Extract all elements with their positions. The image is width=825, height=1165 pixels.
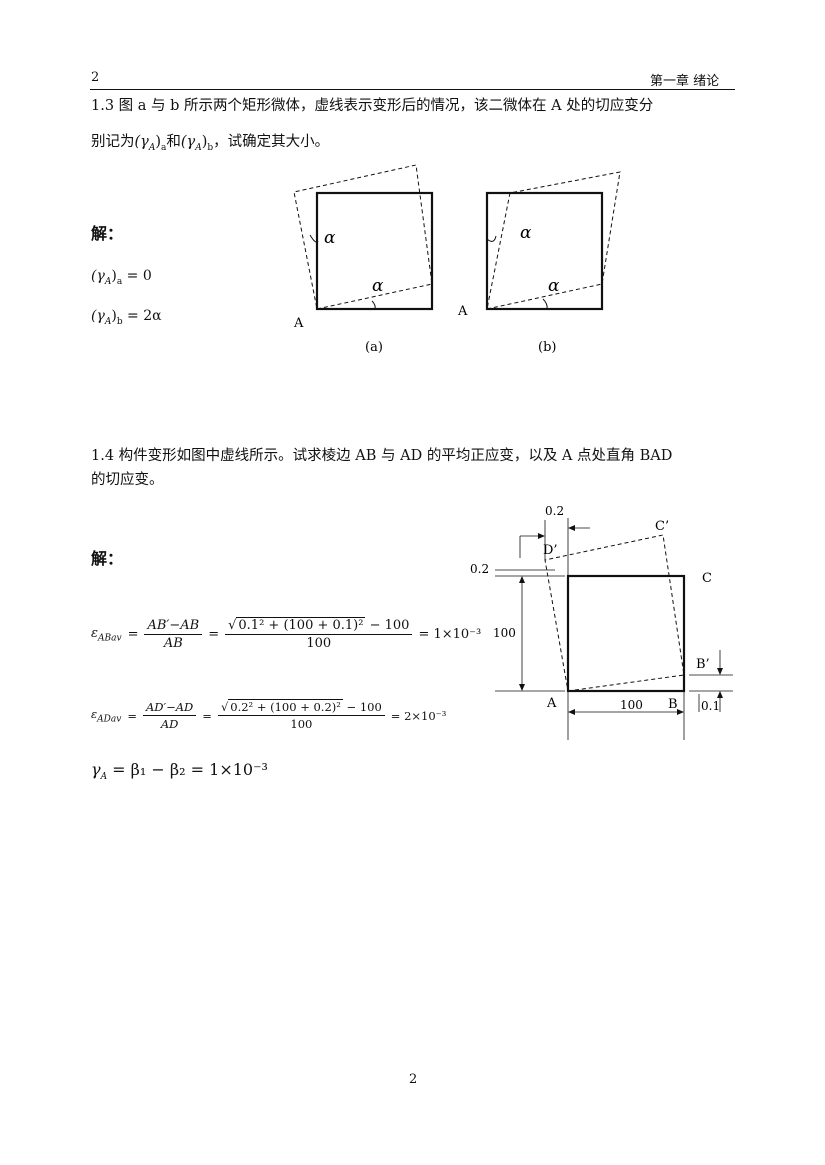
dim-top-0-2: 0.2 — [545, 504, 564, 518]
problem-1-4-line2: 的切应变。 — [91, 472, 164, 488]
ans-gamma-b-close: ) — [111, 308, 117, 324]
gamma-b-close: ) — [201, 134, 208, 150]
dim-right-0-1: 0.1 — [701, 699, 720, 713]
gamma-a-close: ) — [155, 134, 161, 150]
ans-gamma-a-open: (γ — [91, 268, 105, 284]
eps-ab-frac1-num: AB′−AB — [144, 618, 203, 635]
ans-gamma-a-close: ) — [111, 268, 117, 284]
fig-a-corner-A: A — [293, 316, 304, 331]
original-square — [566, 574, 686, 693]
label-A: A — [546, 696, 557, 711]
figure-1-4: 0.2 0.2 100 100 0.1 A B C C’ D’ B’ — [470, 504, 733, 740]
gamma-rhs: = β₁ − β₂ = 1×10⁻³ — [112, 760, 268, 779]
eps-ad-frac1-den: AD — [160, 717, 179, 731]
eps-ab-minus: − 100 — [369, 618, 410, 633]
ans-eq2: = 2α — [127, 308, 162, 324]
problem-1-3-line1: 1.3 图 a 与 b 所示两个矩形微体，虚线表示变形后的情况，该二微体在 A … — [91, 98, 654, 114]
gamma-b-open: (γ — [180, 134, 196, 150]
eps-ad-frac2-den: 100 — [290, 717, 313, 731]
ans-gamma-b-open: (γ — [91, 308, 105, 324]
label-D-prime: D’ — [543, 543, 558, 558]
eps-ab-sqrt: 0.1² + (100 + 0.1)² — [236, 617, 366, 633]
fig-a-alpha-top: α — [324, 228, 336, 248]
problem-1-4-line1: 1.4 构件变形如图中虚线所示。试求棱边 AB 与 AD 的平均正应变，以及 A… — [91, 448, 673, 464]
ans-gamma-a-sub: A — [104, 276, 112, 287]
label-C: C — [702, 571, 712, 586]
figure-b: α α A (b) — [457, 171, 621, 355]
label-B: B — [668, 697, 678, 712]
label-B-prime: B’ — [696, 657, 710, 672]
fig-b-corner-A: A — [457, 304, 468, 319]
header-rule — [90, 89, 735, 90]
conjunction-he: 和 — [166, 134, 181, 150]
subscript-a: a — [161, 142, 167, 153]
fig-b-caption: (b) — [538, 340, 556, 355]
header-page-number: 2 — [91, 70, 100, 85]
eps-ab-symbol: ε — [91, 625, 98, 641]
header-chapter-title: 第一章 绪论 — [650, 74, 720, 89]
deformed-shape — [544, 534, 685, 692]
figure-1-3: α α A (a) α α A (b) — [293, 164, 621, 355]
gamma-a-open: (γ — [134, 134, 149, 150]
equation-gamma-a: γA = β₁ − β₂ = 1×10⁻³ — [91, 760, 268, 782]
ans-gamma-b-sub: A — [104, 316, 112, 327]
eps-ad-frac1-num: AD′−AD — [142, 700, 197, 716]
dim-width-100: 100 — [620, 698, 643, 712]
label-C-prime: C’ — [655, 519, 669, 534]
answer-gamma-a: (γA)a = 0 — [91, 268, 152, 287]
solution-label-1-3: 解： — [91, 224, 124, 243]
answer-gamma-b: (γA)b = 2α — [91, 308, 162, 327]
eps-ad-result: = 2×10⁻³ — [390, 708, 447, 723]
problem-1-3-suffix: ，试确定其大小。 — [213, 134, 330, 150]
eps-ad-symbol: ε — [91, 706, 98, 721]
ans-sub-b: b — [116, 316, 123, 327]
figure-a: α α A (a) — [293, 164, 434, 355]
ans-eq1: = 0 — [126, 268, 152, 284]
problem-1-3-line2: 别记为(γA)a和(γA)b，试确定其大小。 — [91, 132, 329, 158]
fig-b-alpha-bottom: α — [548, 276, 560, 296]
fig-a-alpha-bottom: α — [372, 276, 384, 296]
gamma-a-subscript: A — [148, 142, 156, 153]
problem-1-3-prefix: 别记为 — [91, 134, 135, 150]
eps-ab-subscript: ABav — [97, 633, 122, 644]
gamma-subscript: A — [100, 772, 108, 783]
solution-label-1-4: 解： — [91, 549, 124, 568]
eps-ad-minus: − 100 — [346, 700, 382, 714]
eps-ab-frac2-den: 100 — [306, 636, 332, 651]
eps-ab-result: = 1×10⁻³ — [418, 627, 482, 642]
footer-page-number: 2 — [409, 1072, 418, 1087]
fig-b-alpha-top: α — [520, 223, 532, 243]
eps-ad-subscript: ADav — [97, 714, 122, 725]
dim-height-100: 100 — [493, 626, 516, 640]
fig-a-caption: (a) — [365, 340, 383, 355]
dim-left-0-2: 0.2 — [470, 562, 489, 576]
subscript-b: b — [207, 142, 214, 153]
eps-ad-sqrt: 0.2² + (100 + 0.2)² — [228, 699, 343, 714]
ans-sub-a: a — [116, 276, 123, 287]
gamma-b-subscript: A — [195, 142, 202, 153]
eps-ab-frac1-den: AB — [163, 636, 183, 651]
gamma-symbol: γ — [91, 760, 101, 779]
